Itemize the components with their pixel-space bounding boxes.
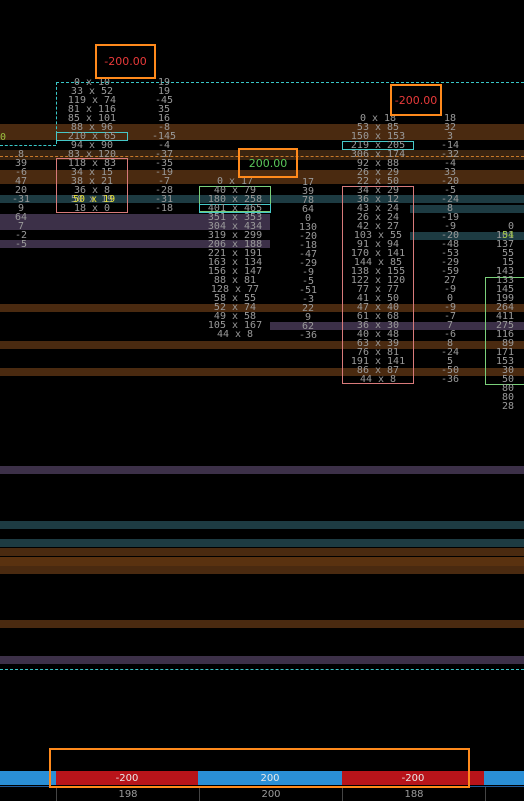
price-callout[interactable]: 200.00 [238, 148, 298, 178]
price-line [0, 156, 524, 157]
footer-cell: 200 [199, 787, 342, 801]
profile-band [0, 124, 524, 140]
footer-cell: -200 [342, 771, 484, 785]
profile-band [270, 322, 524, 330]
profile-band [0, 521, 524, 529]
profile-band [0, 566, 524, 574]
profile-band [410, 205, 524, 213]
profile-band [0, 240, 270, 248]
profile-band [0, 548, 524, 556]
price-callout[interactable]: -200.00 [95, 44, 156, 79]
footprint-column: 0 101 137 55 15 143 133 145 199 264 411 … [495, 221, 514, 412]
footprint-body [199, 186, 271, 212]
profile-band [0, 195, 524, 203]
profile-band [0, 620, 524, 628]
range-line-left [56, 82, 57, 144]
range-line-bottom [0, 669, 524, 670]
poc-value: 50 x 19 [73, 194, 116, 205]
footprint-highlight [342, 141, 414, 150]
delta-column: 8 39 -6 47 20 -31 9 64 7 -2 -5 [11, 149, 31, 250]
footer-cell: 188 [342, 787, 486, 801]
profile-band [0, 150, 524, 160]
footer-cell: 200 [199, 771, 341, 785]
profile-band [0, 557, 524, 566]
footprint-body [485, 277, 524, 385]
footer-volume-row: 198 200 188 [0, 786, 524, 801]
footer-cell: 198 [56, 787, 199, 801]
footprint-body [342, 186, 414, 384]
profile-band [0, 368, 524, 376]
profile-band [0, 539, 524, 547]
profile-band [0, 304, 524, 312]
footprint-column: 0 x 17 40 x 79 180 x 258 401 x 465 351 x… [207, 176, 263, 340]
footer-highlight[interactable] [49, 748, 470, 788]
profile-band [0, 341, 524, 349]
footer-cell: -200 [56, 771, 198, 785]
footprint-column: 0 x 10 33 x 52 119 x 74 81 x 116 85 x 10… [67, 77, 117, 214]
range-line-top [56, 82, 524, 83]
edge-label: 0 [0, 132, 7, 143]
profile-band [0, 656, 524, 664]
footprint-highlight [56, 132, 128, 141]
footprint-body [56, 158, 128, 213]
footer-delta-row: -200 200 -200 [0, 771, 524, 785]
edge-value: 54 [502, 230, 515, 241]
delta-column: 18 32 3 -14 -32 -4 33 -20 -5 -24 8 -19 -… [440, 113, 460, 385]
delta-column: 17 39 78 64 0 130 -20 -18 -47 -29 -9 -5 … [298, 177, 318, 341]
footprint-highlight [199, 204, 271, 213]
profile-band [0, 214, 270, 230]
delta-column: 19 19 -45 35 16 -8 -145 -4 -37 -35 -19 -… [151, 77, 177, 214]
footprint-column: 0 x 18 53 x 85 150 x 153 219 x 205 306 x… [350, 113, 406, 385]
profile-band [410, 232, 524, 240]
profile-band [0, 466, 524, 474]
range-line-mid [0, 145, 56, 146]
price-callout[interactable]: -200.00 [390, 84, 442, 116]
